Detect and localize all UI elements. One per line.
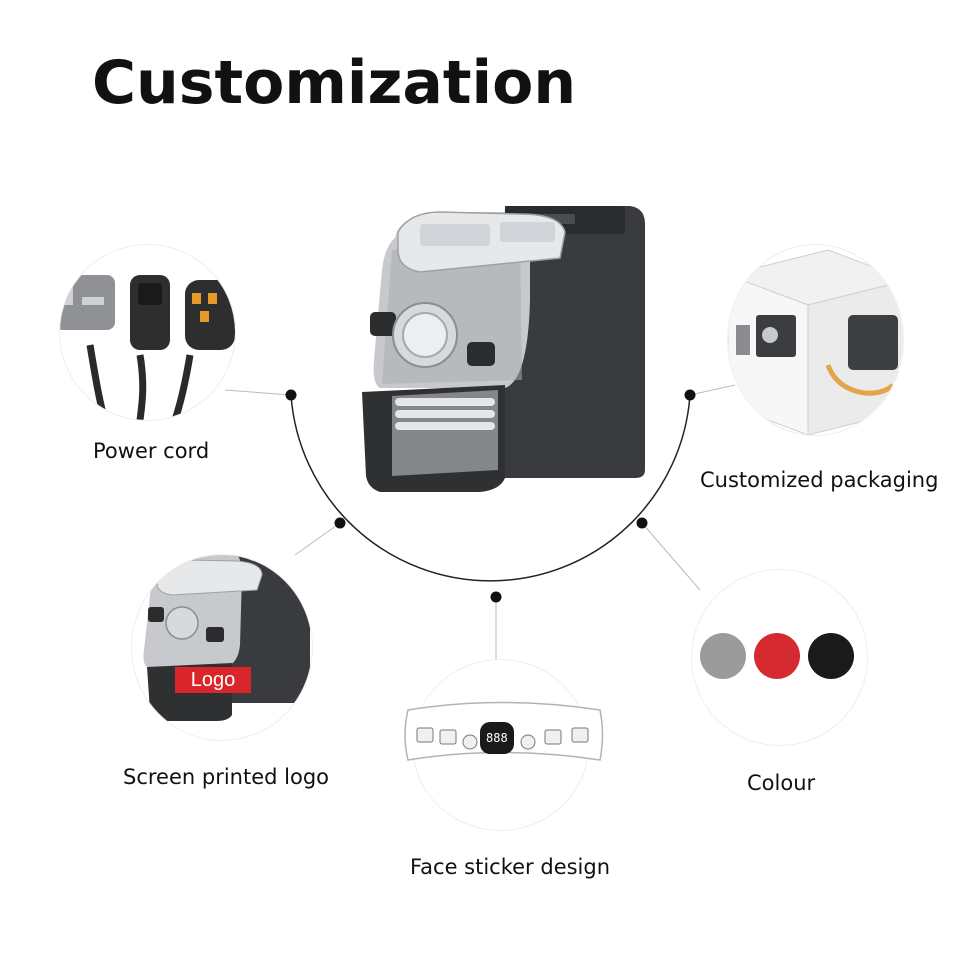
label-packaging: Customized packaging bbox=[700, 468, 939, 492]
label-logo: Screen printed logo bbox=[123, 765, 330, 789]
packaging-box-icon bbox=[728, 249, 903, 435]
connector-dot-colour bbox=[636, 517, 648, 529]
connector-dot-power bbox=[285, 389, 297, 401]
packaging-bubble bbox=[728, 245, 903, 435]
logo-tag: Logo bbox=[175, 667, 251, 693]
connector-line-logo bbox=[294, 522, 341, 556]
colour-swatch-grey bbox=[700, 633, 746, 679]
logo-bubble: Logo bbox=[132, 555, 312, 740]
label-colour: Colour bbox=[747, 771, 816, 795]
power-cord-icon bbox=[60, 275, 235, 420]
connector-dot-logo bbox=[334, 517, 346, 529]
power-cord-bubble bbox=[60, 245, 235, 420]
page-title: Customization bbox=[92, 48, 577, 118]
connector-line-colour bbox=[641, 522, 701, 591]
connector-dot-sticker bbox=[490, 591, 502, 603]
label-sticker: Face sticker design bbox=[410, 855, 611, 879]
svg-text:888: 888 bbox=[486, 731, 508, 745]
connector-line-packaging bbox=[689, 384, 736, 396]
connector-dot-packaging bbox=[684, 389, 696, 401]
colour-swatch-red bbox=[754, 633, 800, 679]
label-power-cord: Power cord bbox=[93, 439, 210, 463]
connector-arc bbox=[290, 394, 691, 582]
colour-swatch-black bbox=[808, 633, 854, 679]
connector-line-power bbox=[224, 389, 292, 396]
